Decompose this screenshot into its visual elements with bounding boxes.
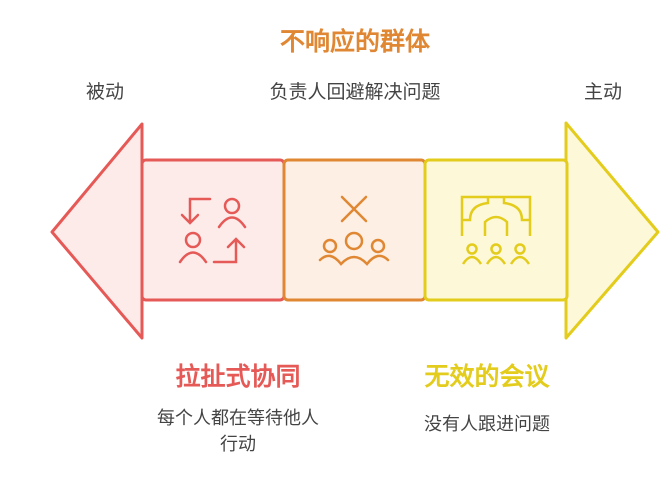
group-cross-icon xyxy=(318,195,390,266)
stage-box-3 xyxy=(423,158,569,302)
desc-line: 行动 xyxy=(220,434,256,455)
stage-box-2 xyxy=(282,158,427,302)
left-arrow-head xyxy=(50,122,144,340)
stage-box-1 xyxy=(140,158,286,302)
right-arrow-head xyxy=(564,121,660,340)
axis-label-right: 主动 xyxy=(583,81,623,103)
stage-3-heading: 无效的会议 xyxy=(424,362,550,391)
stage-1-description: 每个人都在等待他人行动 xyxy=(157,406,319,458)
stage-3-description: 没有人跟进问题 xyxy=(424,414,550,435)
axis-label-center: 负责人回避解决问题 xyxy=(269,81,441,103)
stage-1-heading: 拉扯式协同 xyxy=(175,362,301,391)
people-swap-icon xyxy=(178,197,247,264)
axis-label-left: 被动 xyxy=(85,81,125,103)
desc-line: 每个人都在等待他人 xyxy=(157,408,319,429)
diagram-title: 不响应的群体 xyxy=(279,27,431,56)
meeting-room-icon xyxy=(460,195,532,265)
